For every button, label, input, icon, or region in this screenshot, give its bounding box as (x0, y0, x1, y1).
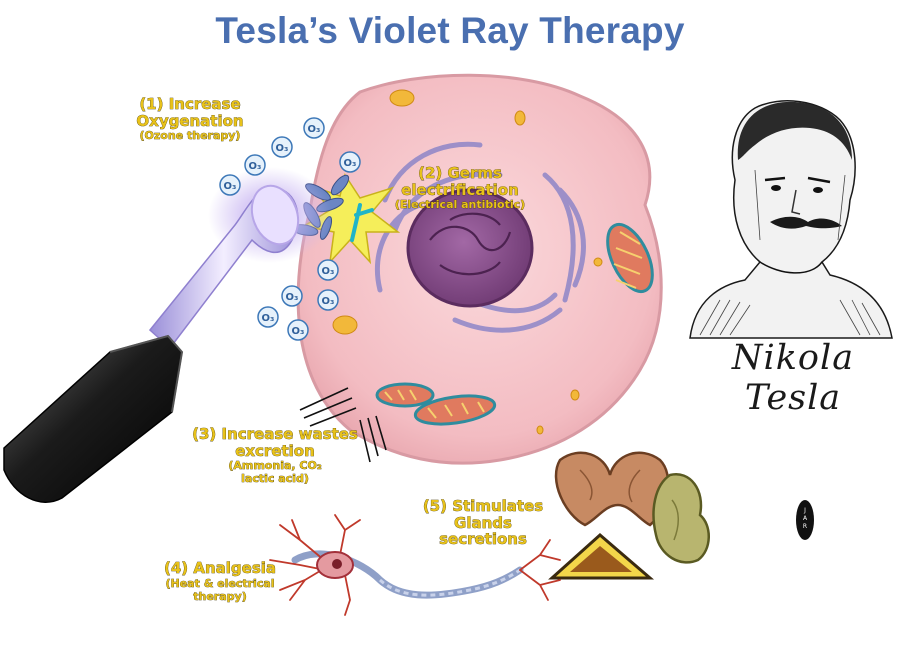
label-oxygenation-line1: (1) Increase (139, 95, 241, 113)
ozone-bubble: O₃ (339, 151, 361, 173)
ozone-symbol: O₃ (322, 266, 335, 277)
label-germs-line1: (2) Germs (418, 164, 502, 182)
label-analgesia-sub1: (Heat & electrical (165, 576, 275, 590)
mitochondrion (413, 394, 497, 426)
label-wastes-sub2: lactic acid) (241, 472, 309, 486)
ozone-symbol: O₃ (276, 143, 289, 154)
label-analgesia-sub2: therapy) (193, 589, 247, 603)
ozone-symbol: O₃ (249, 161, 262, 172)
label-germs: (2) Germs electrification (Electrical an… (380, 165, 540, 211)
adrenal-gland (652, 472, 710, 564)
label-wastes-line2: excretion (235, 441, 315, 460)
ozone-bubble: O₃ (287, 319, 309, 341)
mitochondrion (375, 382, 435, 408)
label-glands: (5) Stimulates Glands secretions (408, 498, 558, 548)
ozone-symbol: O₃ (308, 124, 321, 135)
ozone-bubble: O₃ (317, 289, 339, 311)
label-glands-line2: Glands secretions (439, 513, 527, 548)
label-wastes-sub1: (Ammonia, CO₂ (228, 459, 322, 472)
ozone-symbol: O₃ (344, 158, 357, 169)
excretion-lines (299, 387, 387, 463)
granules (332, 89, 603, 435)
ozone-symbol: O₃ (292, 326, 305, 337)
page-title: Tesla’s Violet Ray Therapy (215, 10, 685, 51)
label-wastes-line1: (3) Increase wastes (192, 425, 358, 443)
label-oxygenation-line2: Oxygenation (136, 111, 244, 130)
ozone-symbol: O₃ (322, 296, 335, 307)
label-analgesia: (4) Analgesia (Heat & electrical therapy… (160, 560, 280, 603)
ozone-bubble: O₃ (317, 259, 339, 281)
ozone-bubble: O₃ (219, 174, 241, 196)
portrait-caption: Nikola Tesla (731, 338, 855, 418)
svg-text:A: A (803, 515, 808, 522)
label-analgesia-line1: (4) Analgesia (163, 559, 277, 577)
svg-text:J: J (803, 507, 806, 514)
ozone-bubbles: O₃ O₃ O₃ O₃ O₃ O₃ O₃ O₃ O₃ O₃ (219, 117, 361, 341)
thyroid-gland (554, 451, 670, 527)
label-germs-sub: (Electrical antibiotic) (394, 198, 526, 211)
ozone-bubble: O₃ (257, 306, 279, 328)
ozone-bubble: O₃ (244, 154, 266, 176)
wand-handle (3, 335, 183, 503)
label-germs-line2: electrification (401, 180, 519, 199)
triangular-gland (548, 533, 655, 580)
cell (291, 73, 663, 465)
mitochondrion (606, 222, 654, 294)
violet-ray-wand (3, 167, 332, 503)
label-oxygenation: (1) Increase Oxygenation (Ozone therapy) (120, 96, 260, 142)
label-oxygenation-sub: (Ozone therapy) (139, 129, 241, 142)
neuron (269, 514, 561, 616)
ozone-symbol: O₃ (286, 292, 299, 303)
ozone-symbol: O₃ (224, 181, 237, 192)
label-wastes: (3) Increase wastes excretion (Ammonia, … (190, 426, 360, 485)
nikola-tesla-portrait (689, 100, 893, 339)
nucleus (406, 188, 534, 308)
artist-signature-mark: J A R (796, 500, 814, 540)
ozone-bubble: O₃ (271, 136, 293, 158)
ozone-bubble: O₃ (303, 117, 325, 139)
svg-text:R: R (803, 523, 807, 530)
ozone-bubble: O₃ (281, 285, 303, 307)
label-glands-line1: (5) Stimulates (422, 497, 544, 515)
ozone-symbol: O₃ (262, 313, 275, 324)
